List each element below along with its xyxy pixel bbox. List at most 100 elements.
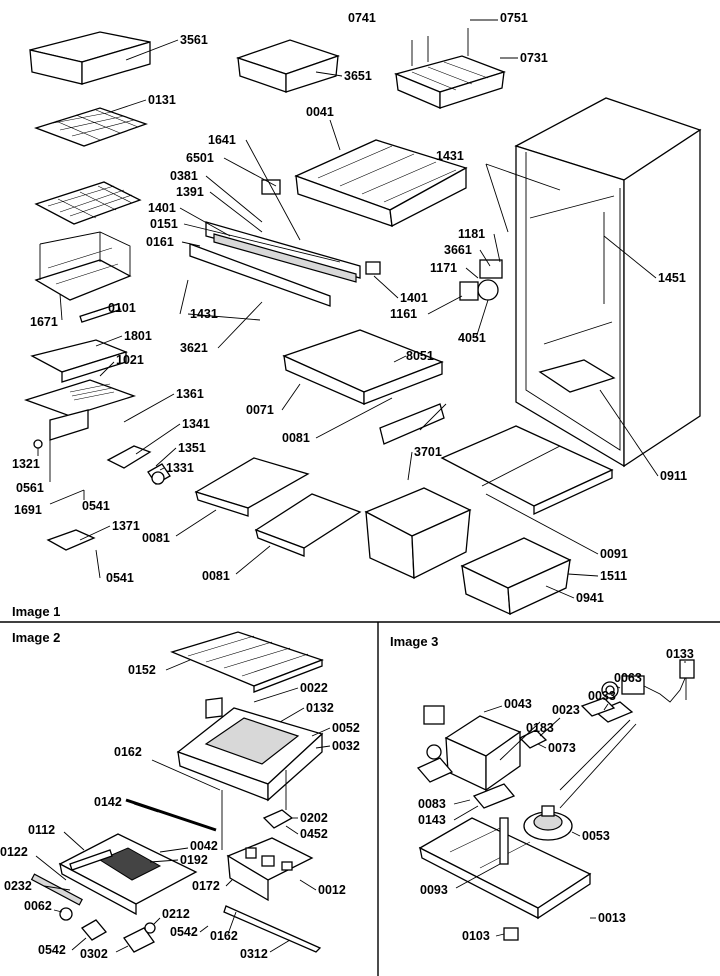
callout-0941: 0941 [576, 591, 604, 605]
callout-0162-top: 0162 [114, 745, 142, 759]
callout-0232: 0232 [4, 879, 32, 893]
callout-0541-bottom: 0541 [106, 571, 134, 585]
callout-0172: 0172 [192, 879, 220, 893]
callout-0381: 0381 [170, 169, 198, 183]
glass-shelf-0081-a [194, 457, 310, 517]
callout-0212: 0212 [162, 907, 190, 921]
callout-0073: 0073 [548, 741, 576, 755]
crisper-drawer-right [460, 537, 572, 616]
part-0103 [503, 927, 519, 941]
callout-0112: 0112 [28, 823, 55, 837]
bracket-3661 [479, 259, 503, 279]
callout-0041: 0041 [306, 105, 334, 119]
bracket-0073 [518, 729, 548, 749]
control-bar-assembly [189, 179, 361, 307]
callout-0751: 0751 [500, 11, 528, 25]
part-1321 [33, 439, 43, 449]
callout-0143: 0143 [418, 813, 446, 827]
callout-0542-mid: 0542 [170, 925, 198, 939]
bracket-0083 [416, 757, 454, 783]
callout-4051: 4051 [458, 331, 486, 345]
callout-0202: 0202 [300, 811, 328, 825]
bracket-1371 [46, 529, 96, 551]
callout-8051: 8051 [406, 349, 434, 363]
tube-0093 [499, 817, 509, 865]
callout-1401-right: 1401 [400, 291, 428, 305]
callout-0312: 0312 [240, 947, 268, 961]
callout-0081-mid: 0081 [282, 431, 310, 445]
callout-0103: 0103 [462, 929, 490, 943]
part-0212 [144, 922, 156, 934]
motor-housing-0043 [423, 705, 522, 792]
callout-0142: 0142 [94, 795, 122, 809]
callout-0561: 0561 [16, 481, 44, 495]
callout-1431-mid: 1431 [190, 307, 218, 321]
crisper-cover-1801 [30, 339, 128, 383]
callout-0101: 0101 [108, 301, 136, 315]
callout-0023: 0023 [552, 703, 580, 717]
callout-0741: 0741 [348, 11, 376, 25]
callout-0183: 0183 [526, 721, 554, 735]
callout-0541-mid: 0541 [82, 499, 110, 513]
callout-3661: 3661 [444, 243, 472, 257]
callout-0081-lower-b: 0081 [202, 569, 230, 583]
callout-1641: 1641 [208, 133, 236, 147]
callout-0032: 0032 [332, 739, 360, 753]
tray-assembly-0731 [393, 28, 506, 109]
damper-4051 [477, 279, 499, 301]
callouts-image-3: 0133 0063 0043 0033 0023 0183 0073 0083 … [418, 647, 694, 943]
callout-0071: 0071 [246, 403, 274, 417]
callout-0012: 0012 [318, 883, 346, 897]
cover-0122 [30, 873, 83, 906]
callout-0452: 0452 [300, 827, 328, 841]
callout-0162-bottom: 0162 [210, 929, 238, 943]
crisper-cover-0091 [440, 425, 614, 516]
panel-title-image-1: Image 1 [12, 604, 60, 619]
callout-0161: 0161 [146, 235, 174, 249]
motor-0063 [601, 675, 687, 703]
callout-1341: 1341 [182, 417, 210, 431]
refrigerator-cabinet [514, 97, 702, 468]
callout-0043: 0043 [504, 697, 532, 711]
bracket-0202 [262, 809, 294, 829]
callout-1161: 1161 [390, 307, 417, 321]
callout-0091: 0091 [600, 547, 628, 561]
callout-1351: 1351 [178, 441, 206, 455]
callout-1171: 1171 [430, 261, 457, 275]
callout-0022: 0022 [300, 681, 328, 695]
bracket-1161 [459, 281, 479, 301]
callout-0192: 0192 [180, 853, 208, 867]
glass-shelf-0071 [282, 329, 444, 405]
callout-0052: 0052 [332, 721, 360, 735]
panel-title-image-3: Image 3 [390, 634, 438, 649]
bracket-0143 [472, 783, 516, 809]
callout-1371: 1371 [112, 519, 140, 533]
fan-0053 [523, 805, 573, 841]
leaders-image-1 [37, 19, 659, 599]
callout-1691: 1691 [14, 503, 42, 517]
callout-1391: 1391 [176, 185, 204, 199]
callout-0731: 0731 [520, 51, 548, 65]
callout-1431-top: 1431 [436, 149, 464, 163]
callout-0013: 0013 [598, 911, 626, 925]
leaders-image-2 [35, 659, 331, 953]
callout-0081-lower-a: 0081 [142, 531, 170, 545]
callout-3701: 3701 [414, 445, 442, 459]
leaders-image-3 [453, 661, 686, 937]
callout-0042: 0042 [190, 839, 218, 853]
control-housing-1021 [23, 379, 137, 441]
rod-0142 [125, 798, 217, 832]
rod-0312 [223, 905, 322, 953]
callout-3561: 3561 [180, 33, 208, 47]
callout-0542-left: 0542 [38, 943, 66, 957]
callout-0151: 0151 [150, 217, 178, 231]
callout-3621: 3621 [180, 341, 208, 355]
callout-0093: 0093 [420, 883, 448, 897]
freezer-shelf-0041 [294, 139, 468, 228]
box-1401 [365, 261, 381, 275]
callout-0302: 0302 [80, 947, 108, 961]
door-bin-3561 [29, 31, 151, 85]
callout-0132: 0132 [306, 701, 334, 715]
support-8051 [379, 403, 445, 445]
